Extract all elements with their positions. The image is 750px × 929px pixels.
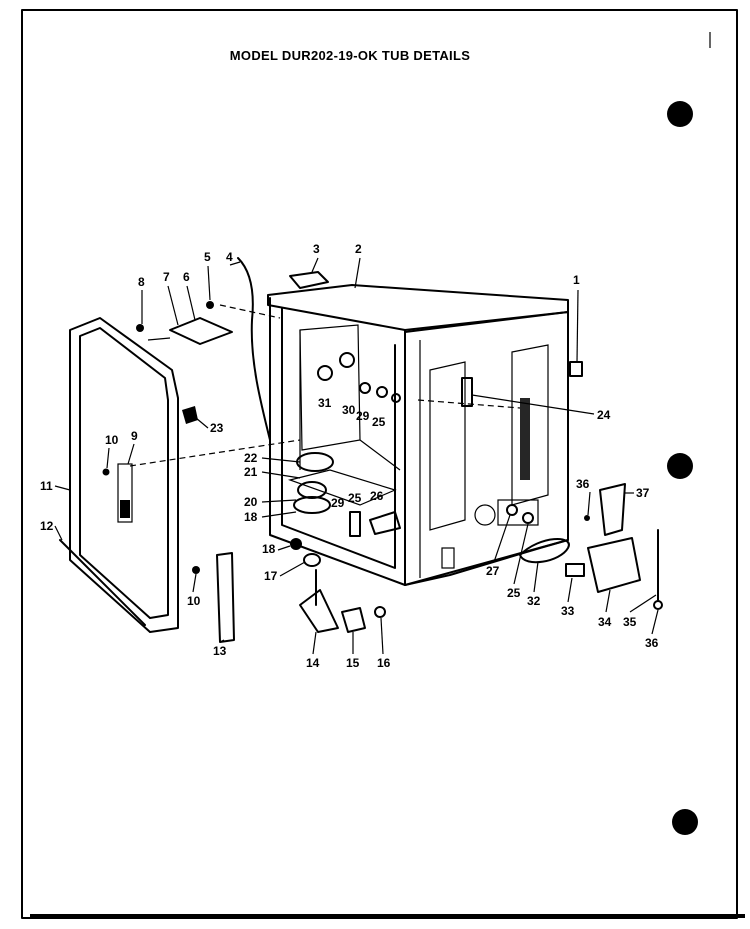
leader-lines: [54, 257, 659, 655]
callout-21: 21: [244, 465, 258, 479]
callout-22: 22: [244, 451, 258, 465]
callout-10-lower: 10: [187, 594, 201, 608]
door-frame: [59, 317, 179, 633]
callout-labels: 2 3 4 5 6 7 8 1 31 30 29 25 24 23 9 10 2…: [40, 242, 659, 670]
diagram-title: MODEL DUR202-19-OK TUB DETAILS: [229, 48, 471, 63]
hardware-parts: [102, 271, 663, 643]
callout-35: 35: [623, 615, 637, 629]
callout-8: 8: [138, 275, 145, 289]
callout-36-lower: 36: [645, 636, 659, 650]
alignment-line-door: [129, 439, 301, 467]
callout-2: 2: [355, 242, 362, 256]
callout-37: 37: [636, 486, 650, 500]
callout-14: 14: [306, 656, 320, 670]
binder-hole-top: [667, 101, 693, 127]
callout-30: 30: [342, 403, 356, 417]
callout-3: 3: [313, 242, 320, 256]
callout-11: 11: [40, 479, 53, 493]
callout-31: 31: [318, 396, 332, 410]
callout-1: 1: [573, 273, 580, 287]
callout-4: 4: [226, 250, 233, 264]
binder-hole-middle: [667, 453, 693, 479]
callout-10-door: 10: [105, 433, 119, 447]
tub-assembly: [267, 284, 569, 586]
callout-25-lower: 25: [507, 586, 521, 600]
callout-12: 12: [40, 519, 54, 533]
callout-34: 34: [598, 615, 612, 629]
callout-28: 27: [486, 564, 500, 578]
callout-27: 26: [370, 489, 384, 503]
callout-36-upper: 36: [576, 477, 590, 491]
callout-13: 13: [213, 644, 227, 658]
callout-9: 9: [131, 429, 138, 443]
callout-23: 23: [210, 421, 224, 435]
callout-32: 32: [527, 594, 541, 608]
alignment-line-hinge: [219, 304, 281, 319]
callout-20: 20: [244, 495, 258, 509]
callout-7: 7: [163, 270, 170, 284]
callout-25: 25: [372, 415, 386, 429]
callout-5: 5: [204, 250, 211, 264]
callout-6: 6: [183, 270, 190, 284]
callout-16: 16: [377, 656, 391, 670]
alignment-line-side: [417, 399, 521, 409]
binder-hole-bottom: [672, 809, 698, 835]
wire-part: [237, 257, 271, 441]
callout-15: 15: [346, 656, 360, 670]
callout-17: 17: [264, 569, 278, 583]
callout-18-lower: 18: [262, 542, 276, 556]
callout-24: 24: [597, 408, 611, 422]
callout-18-upper: 18: [244, 510, 258, 524]
callout-29: 29: [356, 409, 370, 423]
callout-29-lower: 29: [331, 496, 345, 510]
callout-33: 33: [561, 604, 575, 618]
callout-26: 25: [348, 491, 362, 505]
